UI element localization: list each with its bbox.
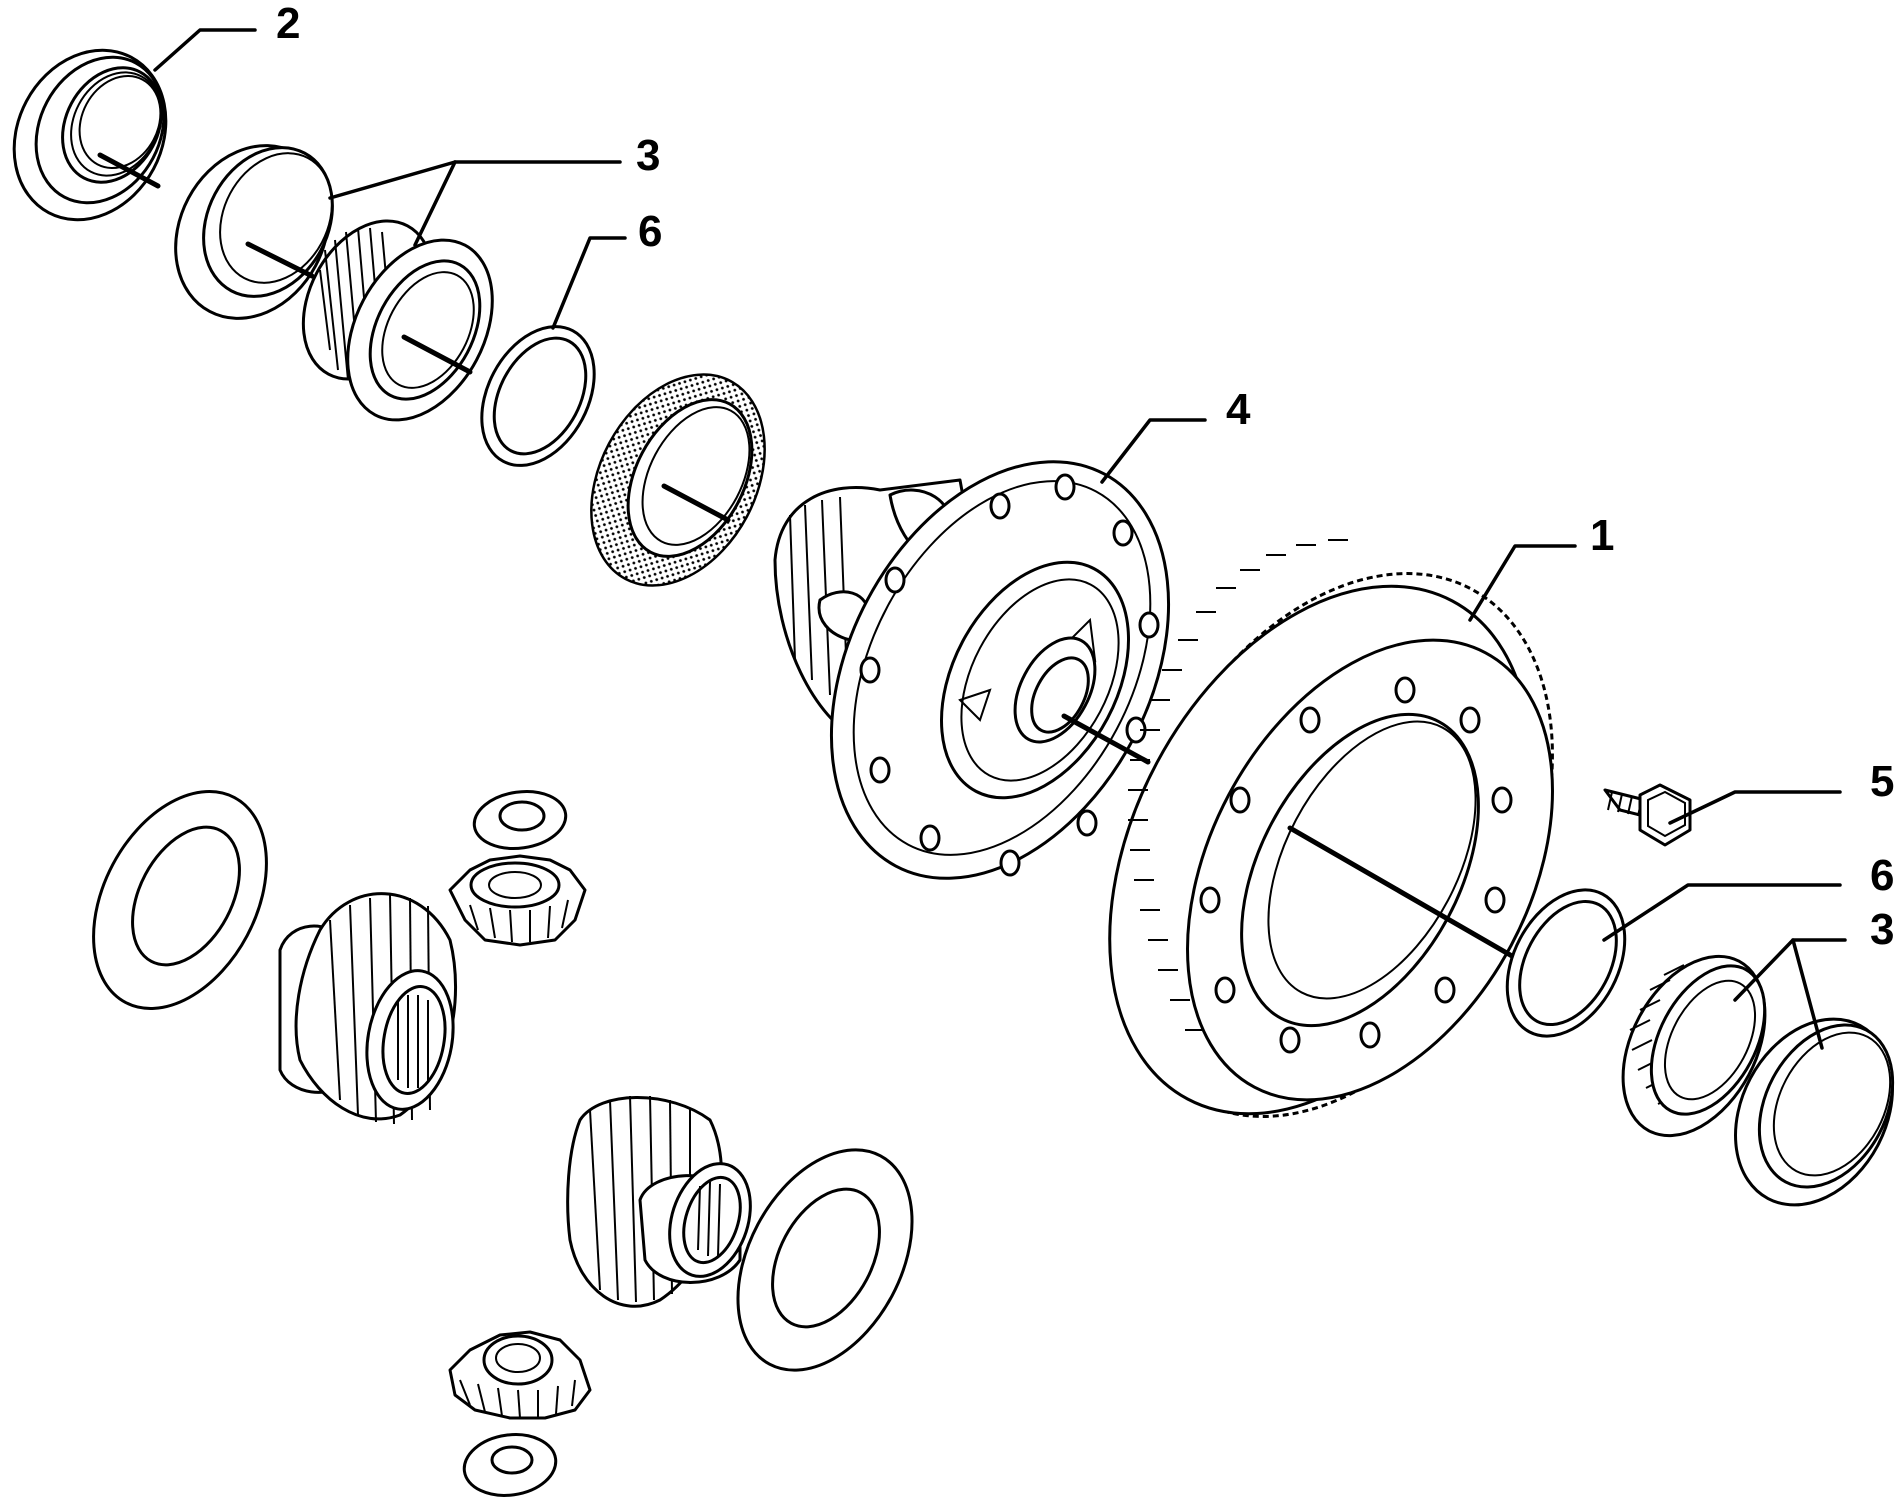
- callout-1: 1: [1590, 511, 1614, 560]
- callout-3-right: 3: [1870, 905, 1894, 954]
- tapered-roller-bearing-top-part: [301, 219, 494, 422]
- bearing-cup-top-part: [174, 144, 334, 320]
- planet-pinion-top-part: [448, 854, 587, 947]
- callout-2-top: 2: [276, 0, 300, 48]
- pinion-washer-bottom-part: [462, 1433, 558, 1497]
- callout-4: 4: [1226, 385, 1251, 434]
- shim-ring-right-part: [1505, 888, 1627, 1038]
- callout-6-right: 6: [1870, 851, 1894, 900]
- speedometer-drive-ring-part: [590, 373, 766, 587]
- shim-ring-top-part: [480, 325, 596, 467]
- bearing-cup-right-part: [1734, 1017, 1895, 1207]
- bolt-part: [1603, 783, 1692, 847]
- differential-housing-part: [773, 460, 1171, 880]
- callout-5: 5: [1870, 757, 1894, 806]
- pinion-washer-top-part: [472, 790, 568, 850]
- callout-6-top: 6: [638, 207, 662, 256]
- tapered-roller-bearing-right-part: [1621, 954, 1767, 1138]
- side-gear-right-part: [566, 1095, 752, 1308]
- oil-seal-part: [12, 48, 168, 222]
- ring-gear-part: [1108, 539, 1554, 1118]
- planet-pinion-bottom-part: [448, 1330, 592, 1420]
- thrust-washer-right-part: [736, 1148, 914, 1372]
- callout-3-top: 3: [636, 131, 660, 180]
- thrust-washer-left-part: [92, 790, 268, 1010]
- side-gear-left-part: [278, 892, 458, 1125]
- leader-lines: [153, 28, 1847, 1050]
